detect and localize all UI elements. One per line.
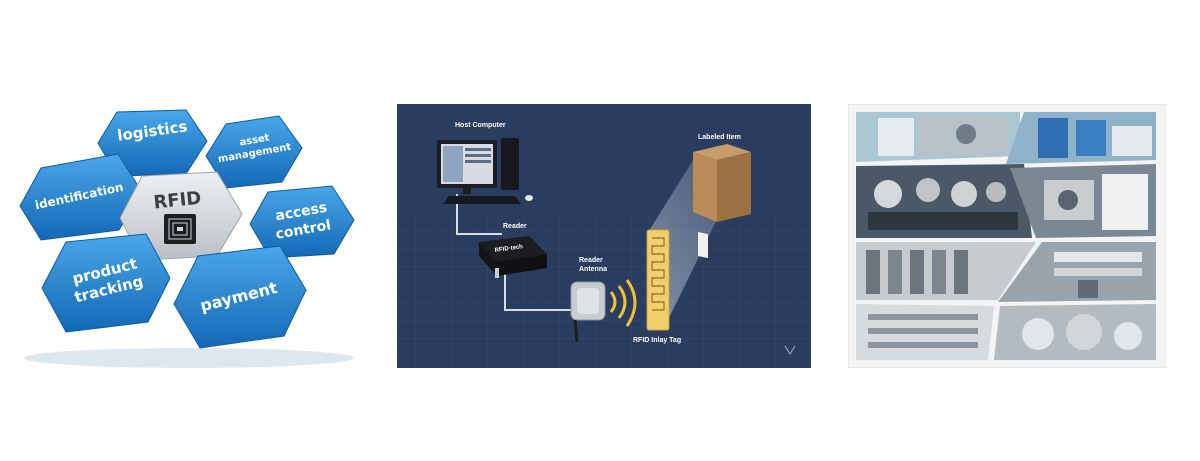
photo-tile-8 — [994, 304, 1156, 360]
host-computer-label: Host Computer — [455, 122, 506, 129]
hex-logistics: logistics — [97, 109, 208, 177]
hex-access-control: access control — [249, 185, 355, 259]
rfid-system-diagram: Host Computer RFID·tech Reader Reader An… — [397, 104, 811, 368]
photo-tile-1 — [856, 112, 1020, 162]
reader-antenna-label-1: Reader — [579, 257, 603, 264]
corner-logo-icon — [784, 345, 796, 355]
rfid-center-label: RFID — [153, 188, 203, 214]
hex-identification: identification — [19, 153, 143, 241]
svg-text:RFID·tech: RFID·tech — [494, 244, 523, 254]
photo-tile-5 — [856, 242, 1036, 300]
factory-photo-collage — [848, 104, 1166, 368]
hex-label-asset: asset — [239, 132, 271, 148]
photo-tile-4 — [1010, 164, 1156, 238]
labeled-item-box-icon — [693, 144, 751, 259]
rfid-inlay-tag-icon — [646, 229, 670, 331]
hex-rfid-center: RFID — [119, 171, 243, 261]
photo-tile-7 — [856, 304, 994, 360]
hex-asset-management: asset management — [205, 115, 303, 189]
host-computer-icon — [437, 138, 533, 204]
photo-tile-2 — [1006, 112, 1156, 164]
rfid-chip-icon — [164, 214, 196, 244]
reader-antenna-label-2: Antenna — [579, 266, 607, 273]
reader-antenna-icon — [570, 281, 606, 343]
radio-wave-icon — [609, 279, 637, 327]
hex-payment: payment — [173, 245, 307, 349]
rfid-hexagon-infographic: logistics asset management identificatio… — [14, 96, 362, 372]
reader-device-icon: RFID·tech — [479, 236, 547, 278]
labeled-item-label: Labeled Item — [698, 134, 741, 141]
reader-label: Reader — [503, 223, 527, 230]
rfid-inlay-tag-label: RFID Inlay Tag — [633, 337, 681, 344]
photo-tile-6 — [998, 242, 1156, 302]
photo-tile-3 — [856, 164, 1032, 238]
hex-product-tracking: product tracking — [41, 233, 171, 333]
